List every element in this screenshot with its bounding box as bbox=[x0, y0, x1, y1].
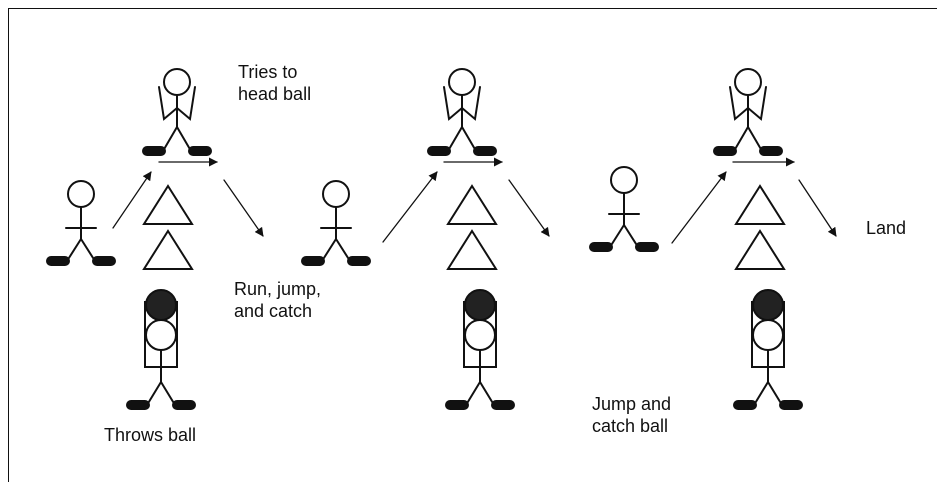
foot bbox=[491, 400, 515, 410]
head bbox=[752, 319, 784, 351]
head bbox=[464, 319, 496, 351]
foot bbox=[172, 400, 196, 410]
foot bbox=[126, 400, 150, 410]
foot bbox=[473, 146, 497, 156]
cone bbox=[734, 184, 786, 225]
head bbox=[448, 68, 476, 96]
movement-arrow bbox=[112, 171, 152, 229]
foot bbox=[427, 146, 451, 156]
movement-arrow bbox=[223, 179, 264, 237]
label-jump-and-catch-ball: Jump and catch ball bbox=[592, 394, 672, 436]
cone-triangle bbox=[142, 229, 194, 270]
cone-triangle bbox=[142, 184, 194, 225]
thrower-player bbox=[126, 289, 196, 410]
foot bbox=[779, 400, 803, 410]
header-player bbox=[713, 68, 783, 156]
head bbox=[145, 319, 177, 351]
movement-arrow bbox=[798, 179, 837, 237]
right-leg bbox=[160, 381, 176, 406]
right-leg bbox=[747, 126, 763, 152]
label-run-jump-and-catch: Run, jump, and catch bbox=[234, 279, 322, 321]
right-leg bbox=[335, 238, 351, 262]
foot bbox=[188, 146, 212, 156]
left-leg bbox=[447, 126, 463, 152]
left-arm bbox=[158, 86, 178, 121]
label-throws-ball: Throws ball bbox=[104, 425, 197, 445]
foot bbox=[46, 256, 70, 266]
foot bbox=[733, 400, 757, 410]
label-tries-to-head-ball: Tries to head ball bbox=[238, 62, 312, 104]
right-leg bbox=[176, 126, 192, 152]
ball bbox=[145, 289, 177, 321]
cone-triangle bbox=[446, 229, 498, 270]
head bbox=[610, 166, 638, 194]
cone bbox=[142, 184, 194, 225]
thrower-player bbox=[445, 289, 515, 410]
foot bbox=[713, 146, 737, 156]
diagram-frame bbox=[8, 8, 937, 482]
left-leg bbox=[66, 238, 82, 262]
right-arm bbox=[747, 86, 767, 121]
movement-arrow bbox=[382, 171, 438, 243]
foot bbox=[445, 400, 469, 410]
ball bbox=[464, 289, 496, 321]
left-leg bbox=[146, 381, 162, 406]
left-leg bbox=[609, 224, 625, 248]
header-player bbox=[142, 68, 212, 156]
left-leg bbox=[162, 126, 178, 152]
runner-player bbox=[589, 166, 659, 252]
right-arm bbox=[176, 86, 196, 121]
foot bbox=[635, 242, 659, 252]
right-leg bbox=[80, 238, 96, 262]
right-leg bbox=[623, 224, 639, 248]
ball bbox=[752, 289, 784, 321]
left-leg bbox=[321, 238, 337, 262]
right-leg bbox=[479, 381, 495, 406]
foot bbox=[301, 256, 325, 266]
left-leg bbox=[733, 126, 749, 152]
cone bbox=[446, 229, 498, 270]
cone-triangle bbox=[734, 229, 786, 270]
thrower-player bbox=[733, 289, 803, 410]
left-leg bbox=[753, 381, 769, 406]
runner-player bbox=[301, 180, 371, 266]
foot bbox=[589, 242, 613, 252]
header-player bbox=[427, 68, 497, 156]
movement-arrow bbox=[508, 179, 550, 237]
cone bbox=[734, 229, 786, 270]
head bbox=[734, 68, 762, 96]
foot bbox=[92, 256, 116, 266]
cone-triangle bbox=[734, 184, 786, 225]
label-land: Land bbox=[866, 218, 907, 238]
cone bbox=[446, 184, 498, 225]
cone-triangle bbox=[446, 184, 498, 225]
head bbox=[322, 180, 350, 208]
left-arm bbox=[729, 86, 749, 121]
foot bbox=[142, 146, 166, 156]
head bbox=[163, 68, 191, 96]
foot bbox=[347, 256, 371, 266]
left-arm bbox=[443, 86, 463, 121]
foot bbox=[759, 146, 783, 156]
movement-arrow bbox=[671, 171, 727, 244]
runner-player bbox=[46, 180, 116, 266]
right-arm bbox=[461, 86, 481, 121]
right-leg bbox=[461, 126, 477, 152]
right-leg bbox=[767, 381, 783, 406]
left-leg bbox=[465, 381, 481, 406]
cone bbox=[142, 229, 194, 270]
head bbox=[67, 180, 95, 208]
